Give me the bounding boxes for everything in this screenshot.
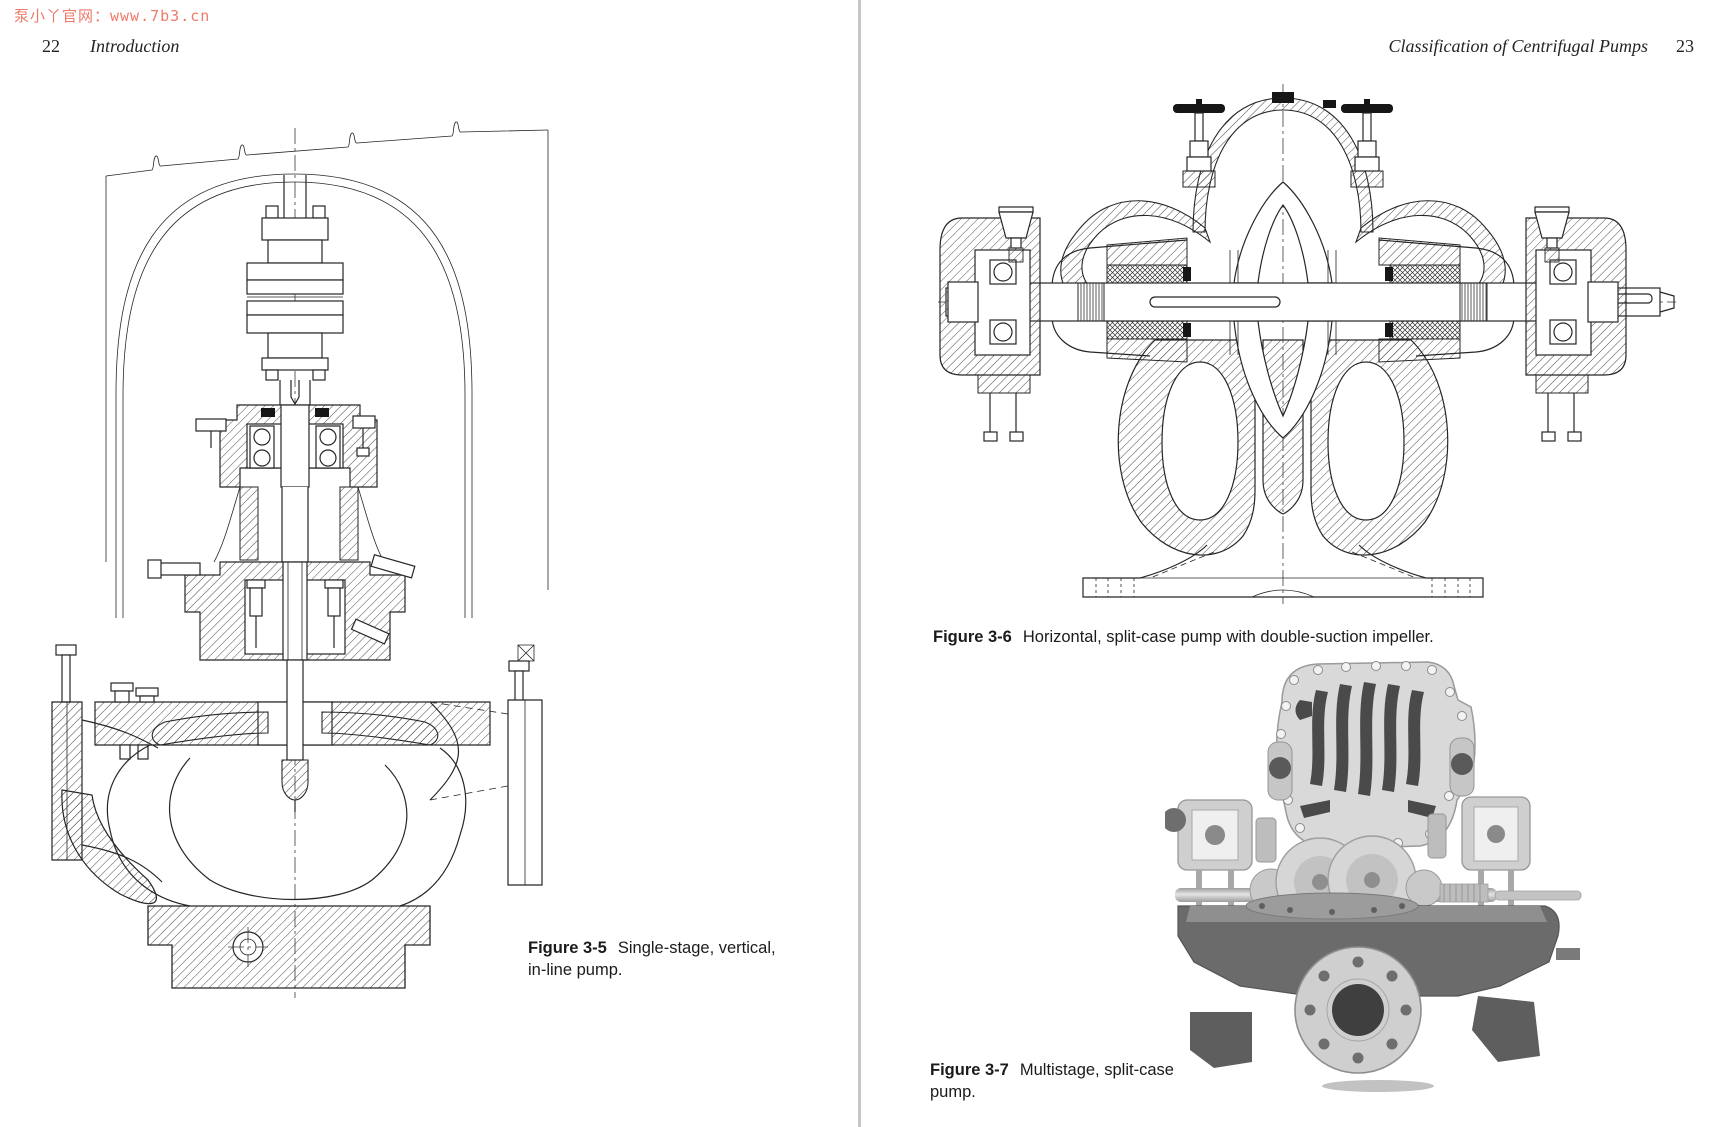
right-head-title: Classification of Centrifugal Pumps <box>1388 36 1648 56</box>
volute-casing <box>61 659 467 907</box>
right-running-head: Classification of Centrifugal Pumps 23 <box>1388 36 1694 57</box>
figure-3-6-caption-text: Horizontal, split-case pump with double-… <box>1022 628 1434 646</box>
figure-3-6-drawing <box>938 84 1676 604</box>
grease-cup-right <box>1534 206 1570 263</box>
left-page-number: 22 <box>42 36 60 56</box>
figure-3-5-drawing <box>51 121 549 998</box>
casing-passages <box>1295 682 1436 818</box>
grease-cup-left <box>998 206 1034 263</box>
discharge-flange-right <box>429 644 543 886</box>
figure-3-7-photo <box>1165 661 1582 1092</box>
bearing-assembly <box>195 404 378 488</box>
bearing-bracket-left <box>1165 799 1253 910</box>
discharge-dome <box>1192 92 1374 233</box>
suction-flange <box>1294 946 1422 1074</box>
gate-valve-left <box>1173 99 1225 188</box>
lower-casing-half <box>1177 892 1580 1092</box>
pump-base <box>147 905 431 989</box>
seal-housing <box>147 553 416 661</box>
figure-3-5-label: Figure 3-5 <box>528 939 607 957</box>
shaft <box>945 282 1675 322</box>
gate-valve-right <box>1341 99 1393 188</box>
upper-casing-half <box>1267 661 1476 850</box>
figure-3-6-caption: Figure 3-6 Horizontal, split-case pump wi… <box>933 627 1503 649</box>
motor-envelope-outline <box>105 121 549 618</box>
bearing-housing-right <box>1525 206 1627 442</box>
figure-3-7-caption-text: Multistage, split-case pump. <box>930 1061 1174 1101</box>
stuffing-boxes <box>1106 264 1461 340</box>
site-watermark: 泵小丫官网：www.7b3.cn <box>14 7 211 25</box>
right-page-number: 23 <box>1676 36 1694 56</box>
left-head-title: Introduction <box>90 36 180 56</box>
shaft-and-coupling <box>246 175 344 406</box>
bearing-housing-left <box>939 206 1041 442</box>
page-gutter-divider <box>858 0 861 1127</box>
figure-3-5-caption-text: Single-stage, vertical, in-line pump. <box>528 939 776 979</box>
volute-chambers <box>1117 339 1449 556</box>
top-valves <box>1173 99 1393 188</box>
left-running-head: 22 Introduction <box>42 36 179 57</box>
figure-3-7-label: Figure 3-7 <box>930 1061 1009 1079</box>
pedestal-base <box>1082 544 1484 598</box>
figure-3-6-label: Figure 3-6 <box>933 628 1012 646</box>
support-column <box>213 486 385 563</box>
